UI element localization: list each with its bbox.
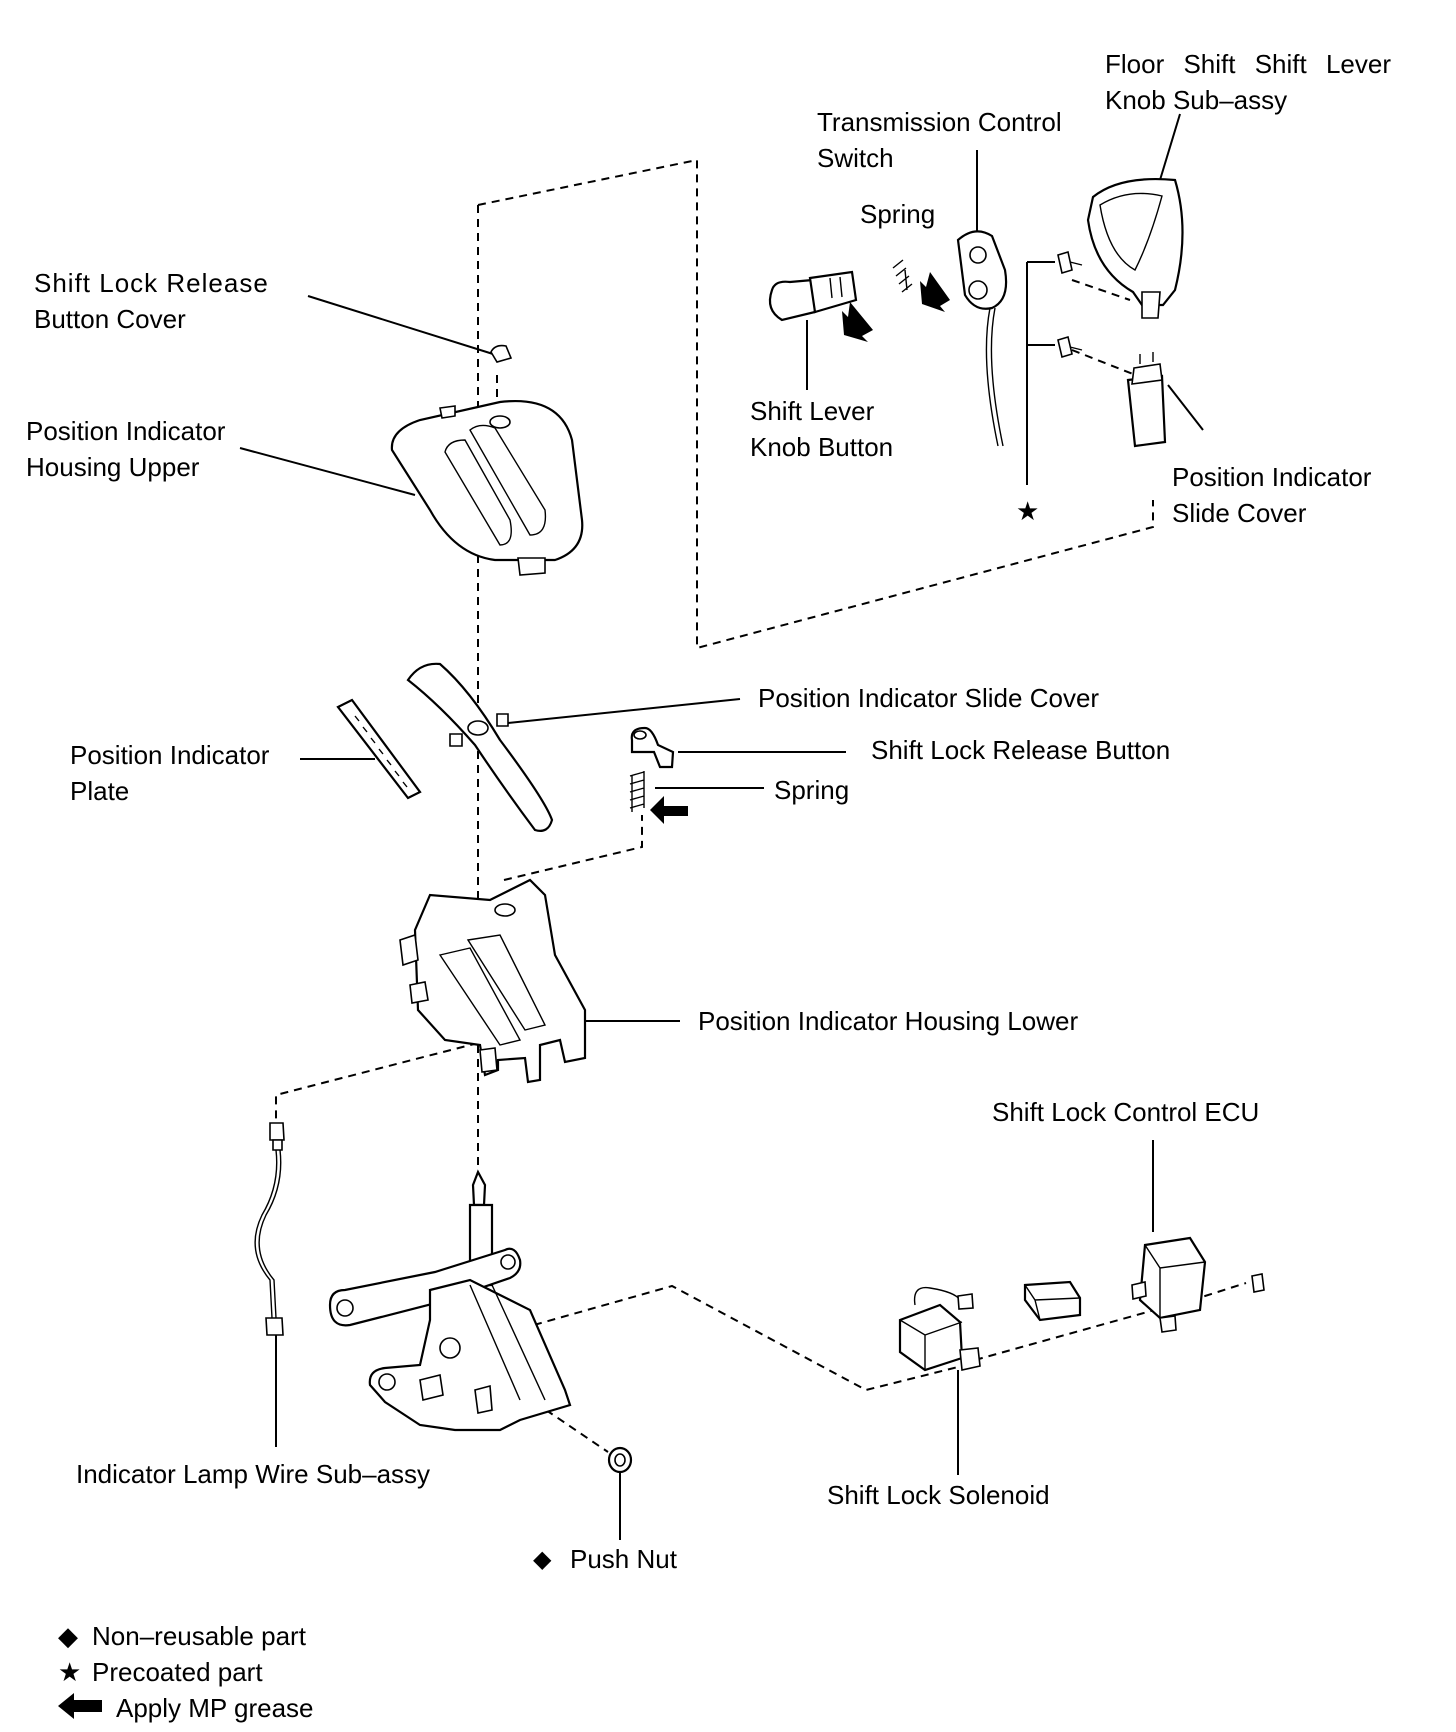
- label-release-button: Shift Lock Release Button: [871, 735, 1171, 765]
- indicator-plate-drawing: [336, 698, 422, 800]
- legend-item-precoated: ★ Precoated part: [58, 1654, 314, 1690]
- legend-item-mp-grease: Apply MP grease: [58, 1690, 314, 1726]
- label-slide-cover-right: Position Indicator Slide Cover: [1172, 462, 1372, 528]
- release-button-drawing: [630, 726, 675, 769]
- label-spring-top: Spring: [860, 199, 936, 229]
- label-spring-middle: Spring: [774, 775, 850, 805]
- legend-text: Non–reusable part: [92, 1621, 306, 1651]
- shift-lock-control-ecu-drawing: [1131, 1236, 1265, 1333]
- grease-arrow-icon: [650, 796, 688, 824]
- indicator-lamp-wire-drawing: [254, 1122, 285, 1336]
- grease-arrow-icon: [842, 302, 873, 342]
- legend-item-non-reusable: ◆ Non–reusable part: [58, 1618, 314, 1654]
- floor-shift-knob-drawing: [1086, 177, 1184, 319]
- slide-cover-small-drawing: [1126, 352, 1167, 448]
- leader-lines: [239, 113, 1204, 1540]
- label-indicator-plate: Position Indicator Plate: [70, 740, 270, 806]
- label-housing-upper: Position Indicator Housing Upper: [26, 416, 226, 482]
- label-shift-lock-solenoid: Shift Lock Solenoid: [827, 1480, 1050, 1510]
- shift-lock-solenoid-drawing: [898, 1286, 981, 1372]
- label-slide-cover: Position Indicator Slide Cover: [758, 683, 1100, 713]
- arrow-left-icon: [58, 1692, 116, 1728]
- shift-lever-assembly-drawing: [328, 1169, 572, 1432]
- housing-lower-drawing: [399, 878, 587, 1084]
- legend: ◆ Non–reusable part ★ Precoated part Apply…: [58, 1618, 314, 1726]
- spring-middle-drawing: [629, 771, 688, 824]
- legend-text: Apply MP grease: [116, 1693, 314, 1723]
- star-icon: ★: [58, 1657, 82, 1687]
- diamond-icon: ◆: [58, 1621, 78, 1651]
- transmission-control-switch-drawing: [956, 230, 1008, 447]
- legend-text: Precoated part: [92, 1657, 263, 1687]
- label-floor-shift-knob: Floor Shift Shift Lever Knob Sub–assy: [1105, 49, 1391, 115]
- shift-lever-knob-button-drawing: [768, 270, 873, 342]
- label-transmission-control-switch: Transmission Control Switch: [817, 107, 1062, 173]
- assembly-dashed-lines: [275, 158, 1247, 1453]
- label-shift-lock-release-button-cover: Shift Lock Release Button Cover: [34, 268, 269, 334]
- slide-cover-long-drawing: [406, 662, 554, 832]
- housing-upper-drawing: [390, 400, 584, 576]
- spring-top-drawing: [892, 259, 950, 312]
- precoated-star-icon: ★: [1016, 497, 1039, 527]
- bracket-drawing: [1023, 1280, 1082, 1322]
- label-housing-lower: Position Indicator Housing Lower: [698, 1006, 1079, 1036]
- non-reusable-diamond-icon: ◆: [533, 1545, 552, 1573]
- release-button-cover-drawing: [490, 344, 513, 363]
- label-shift-lock-control-ecu: Shift Lock Control ECU: [992, 1097, 1260, 1127]
- label-indicator-lamp-wire: Indicator Lamp Wire Sub–assy: [76, 1459, 431, 1489]
- label-shift-lever-knob-button: Shift Lever Knob Button: [750, 396, 894, 462]
- precoated-screws-drawing: [1057, 250, 1083, 359]
- push-nut-drawing: [607, 1446, 633, 1474]
- label-push-nut: Push Nut: [570, 1544, 677, 1574]
- grease-arrow-icon: [920, 272, 950, 312]
